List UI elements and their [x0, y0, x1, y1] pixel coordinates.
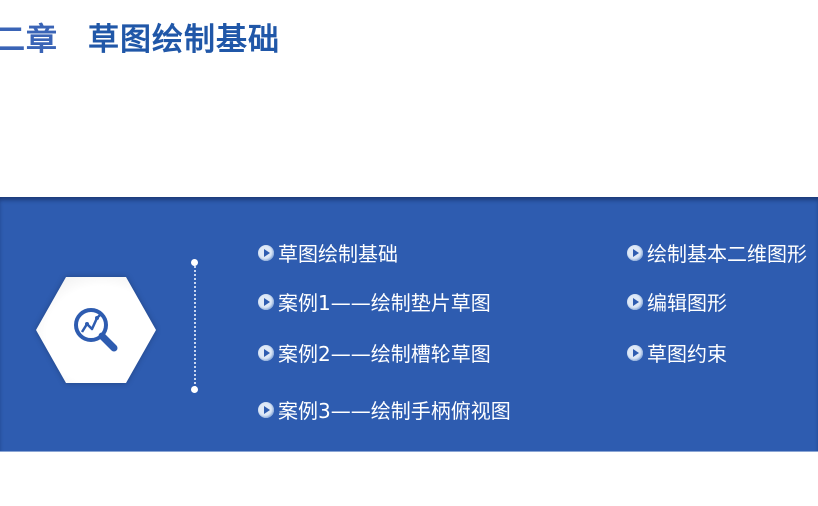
hexagon-badge: [36, 277, 156, 383]
topic-item[interactable]: 草图绘制基础: [258, 238, 398, 267]
topic-label: 案例3——绘制手柄俯视图: [278, 399, 511, 423]
divider-top-dot: [191, 259, 198, 266]
play-bullet-icon: [627, 293, 643, 310]
chapter-title: 草图绘制基础: [88, 22, 280, 58]
topic-item[interactable]: 草图约束: [627, 338, 727, 367]
topic-item[interactable]: 案例3——绘制手柄俯视图: [258, 395, 511, 424]
topic-item[interactable]: 案例2——绘制槽轮草图: [258, 338, 491, 367]
play-bullet-icon: [258, 293, 274, 310]
chapter-label: 二章: [0, 22, 58, 58]
topic-label: 绘制基本二维图形: [647, 242, 807, 266]
topic-item[interactable]: 绘制基本二维图形: [627, 238, 807, 267]
divider-line: [194, 262, 196, 390]
topic-label: 案例2——绘制槽轮草图: [278, 342, 491, 366]
topic-label: 草图绘制基础: [278, 242, 398, 266]
topic-item[interactable]: 案例1——绘制垫片草图: [258, 287, 491, 316]
play-bullet-icon: [627, 244, 643, 261]
topic-label: 草图约束: [647, 342, 727, 366]
topic-label: 案例1——绘制垫片草图: [278, 291, 491, 315]
topic-label: 编辑图形: [647, 291, 727, 315]
topic-item[interactable]: 编辑图形: [627, 287, 727, 316]
divider-bottom-dot: [191, 386, 198, 393]
play-bullet-icon: [258, 401, 274, 418]
play-bullet-icon: [258, 244, 274, 261]
magnifier-chart-icon: [74, 308, 118, 352]
play-bullet-icon: [258, 344, 274, 361]
content-band: 草图绘制基础 案例1——绘制垫片草图 案例2——绘制槽轮草图 案例3——绘制手柄…: [0, 197, 818, 451]
page-title: 二章草图绘制基础: [0, 14, 280, 59]
play-bullet-icon: [627, 344, 643, 361]
